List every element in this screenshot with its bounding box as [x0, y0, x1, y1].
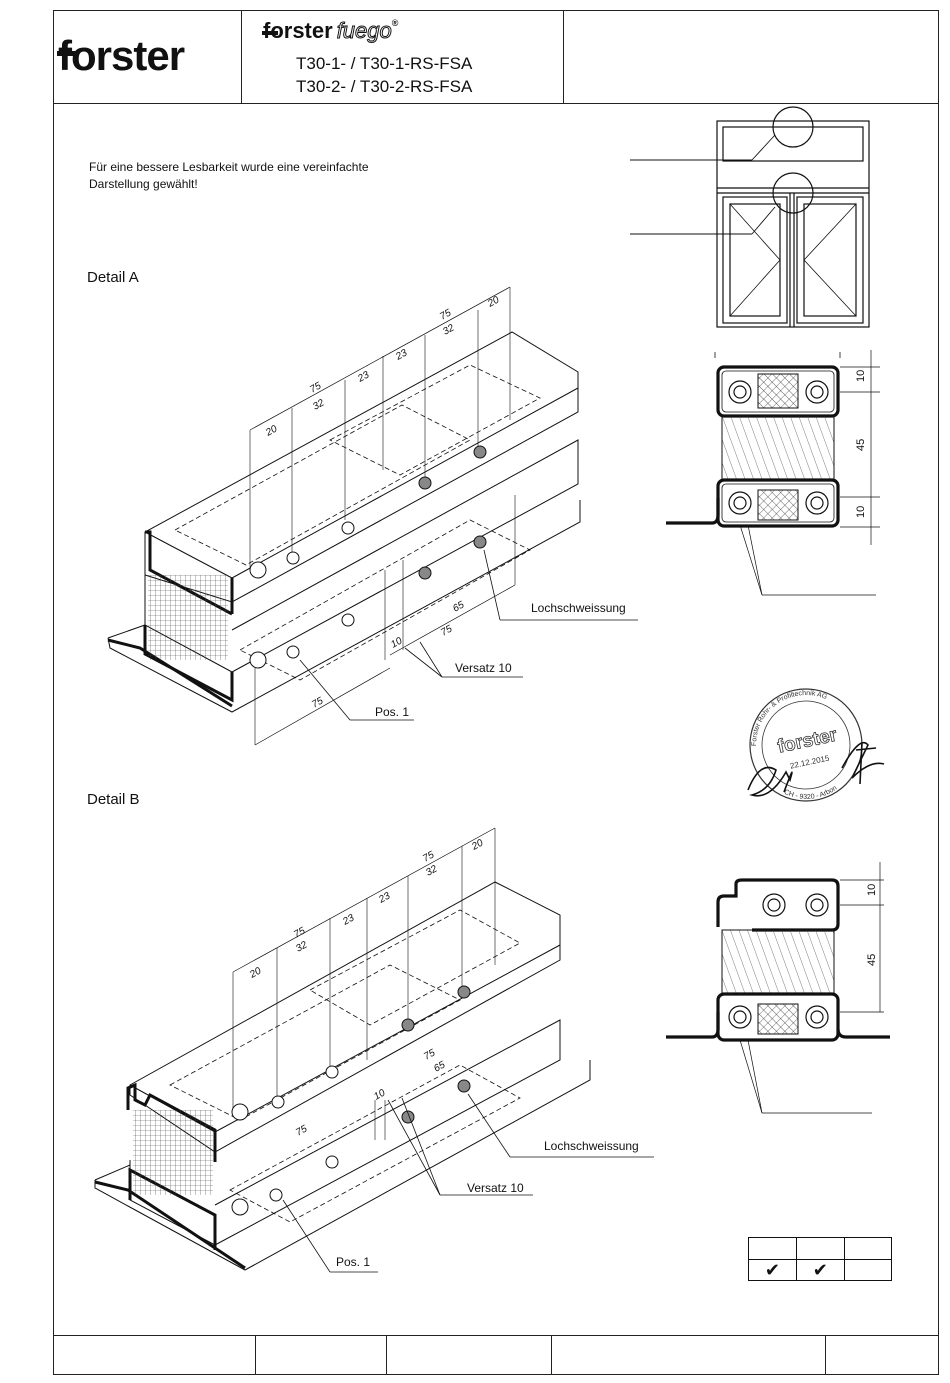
footer-divider: [386, 1336, 387, 1375]
check-cell: [843, 1258, 893, 1281]
stamp-date: 22.12.2015: [789, 753, 831, 770]
footer-divider: [551, 1336, 552, 1375]
model-line-1: T30-1- / T30-1-RS-FSA: [296, 54, 473, 73]
detail-a-dim: 23: [355, 369, 371, 385]
detail-a-dim: 75: [439, 623, 454, 638]
title-block-divider: [241, 11, 242, 103]
detail-a-offset-label: Versatz 10: [455, 661, 512, 675]
detail-b-dim: 23: [376, 890, 392, 906]
stamp-address: CH - 9320 - Arbon: [782, 778, 840, 807]
detail-b-dim: 32: [424, 863, 439, 878]
footer-block: [53, 1335, 939, 1375]
detail-a-dim: 32: [441, 322, 456, 337]
section-b-dim-mid: 45: [866, 954, 878, 966]
checkmark-icon: ✔: [748, 1258, 797, 1281]
approval-check-table: ✔ ✔: [748, 1237, 893, 1281]
model-line-2: T30-2- / T30-2-RS-FSA: [296, 77, 473, 96]
detail-b-dim: 75: [292, 925, 307, 940]
detail-b-isometric: [94, 827, 591, 1271]
section-a-dim-bottom: 10: [855, 506, 867, 518]
detail-a-dim: 75: [308, 380, 323, 395]
section-b-dim-top: 10: [866, 884, 878, 896]
detail-b-pos-label: Pos. 1: [336, 1255, 370, 1269]
detail-b-weld-label: Lochschweissung: [544, 1139, 639, 1153]
logo-bar: [57, 51, 79, 56]
simplification-note: Für eine bessere Lesbarkeit wurde eine v…: [89, 159, 449, 193]
model-list: T30-1- / T30-1-RS-FSA T30-2- / T30-2-RS-…: [296, 52, 472, 98]
detail-a-dim: 65: [451, 599, 466, 614]
section-b: [666, 862, 890, 1114]
detail-b-dim: 75: [294, 1123, 309, 1138]
detail-a-leaders: [299, 549, 638, 721]
detail-b-dim: 65: [432, 1059, 447, 1074]
detail-b-title: Detail B: [87, 791, 140, 808]
detail-a-title: Detail A: [87, 269, 139, 286]
registered-mark: ®: [391, 18, 399, 28]
detail-a-dim: 75: [438, 307, 453, 322]
stamp-logo: forster: [776, 724, 840, 757]
detail-a-isometric: [107, 286, 581, 746]
detail-b-dim: 20: [247, 965, 263, 981]
section-a-dim-mid: 45: [855, 439, 867, 451]
signature: [747, 741, 885, 797]
note-line-1: Für eine bessere Lesbarkeit wurde eine v…: [89, 160, 369, 174]
footer-divider: [825, 1336, 826, 1375]
detail-b-dim: 75: [422, 1047, 437, 1062]
detail-b-dim: 10: [372, 1087, 387, 1102]
company-logo: forster: [58, 32, 185, 79]
detail-b-dim: 32: [294, 939, 309, 954]
detail-a-dim: 32: [311, 397, 326, 412]
brand-bar: [262, 31, 278, 35]
detail-b-offset-label: Versatz 10: [467, 1181, 524, 1195]
section-a-dim-top: 10: [855, 370, 867, 382]
note-line-2: Darstellung gewählt!: [89, 177, 198, 191]
brand-name: forster: [263, 18, 333, 43]
detail-b-dim: 23: [340, 912, 356, 928]
detail-a-weld-holes: [249, 445, 487, 669]
check-cell: [795, 1237, 845, 1260]
check-table-row: ✔ ✔: [748, 1258, 893, 1281]
detail-a-pos-label: Pos. 1: [375, 705, 409, 719]
detail-b-weld-holes: [231, 985, 471, 1216]
detail-b-dim: 20: [469, 837, 485, 853]
check-table-row: [748, 1237, 893, 1260]
svg-text:CH - 9320 - Arbon: CH - 9320 - Arbon: [782, 778, 840, 807]
brand-subname: fuego: [336, 18, 392, 44]
section-a: [666, 350, 880, 596]
window-elevation: [630, 106, 870, 328]
title-block-divider: [563, 11, 564, 103]
detail-a-dim: 75: [310, 695, 325, 710]
check-cell: [748, 1237, 797, 1260]
check-cell: [843, 1237, 893, 1260]
footer-divider: [255, 1336, 256, 1375]
detail-a-dim: 20: [263, 423, 279, 439]
title-block: [53, 10, 939, 104]
detail-a-weld-label: Lochschweissung: [531, 601, 626, 615]
detail-b-dim: 75: [421, 849, 436, 864]
detail-a-dim: 23: [393, 347, 409, 363]
checkmark-icon: ✔: [795, 1258, 845, 1281]
detail-a-dim: 10: [389, 635, 404, 650]
detail-a-dim: 20: [485, 294, 501, 310]
detail-b-leaders: [282, 1093, 654, 1273]
